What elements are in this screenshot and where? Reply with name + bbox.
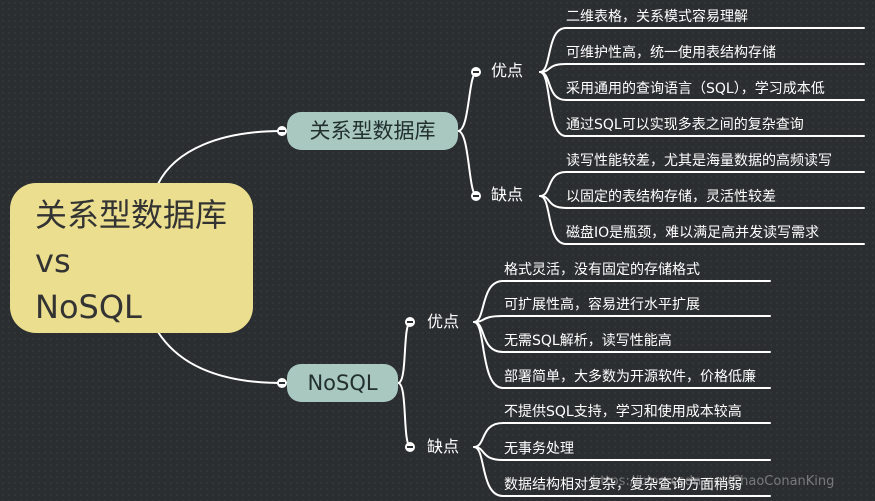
collapse-icon[interactable] xyxy=(405,317,415,327)
category-pros[interactable]: 优点 xyxy=(427,312,460,331)
category-pros[interactable]: 优点 xyxy=(491,61,524,80)
leaf-item[interactable]: 可扩展性高，容易进行水平扩展 xyxy=(504,297,700,313)
branch-node-nosql[interactable]: NoSQL xyxy=(287,364,398,402)
leaf-item[interactable]: 格式灵活，没有固定的存储格式 xyxy=(504,262,700,278)
collapse-icon[interactable] xyxy=(405,442,415,452)
leaf-item[interactable]: 读写性能较差，尤其是海量数据的高频读写 xyxy=(566,153,832,169)
leaf-item[interactable]: 无事务处理 xyxy=(504,441,574,457)
watermark: https://blog.csdn.net/ChaoConanKing xyxy=(592,474,835,489)
leaf-item[interactable]: 可维护性高，统一使用表结构存储 xyxy=(566,45,776,61)
root-node[interactable]: 关系型数据库 vs NoSQL xyxy=(10,183,253,333)
collapse-icon[interactable] xyxy=(277,378,287,388)
branch-node-rdbms[interactable]: 关系型数据库 xyxy=(287,112,458,150)
leaf-item[interactable]: 数据结构相对复杂，复杂查询方面稍弱 xyxy=(504,477,742,493)
leaf-item[interactable]: 通过SQL可以实现多表之间的复杂查询 xyxy=(566,117,804,133)
collapse-icon[interactable] xyxy=(471,67,481,77)
leaf-item[interactable]: 二维表格，关系模式容易理解 xyxy=(566,9,748,25)
root-line-2: vs xyxy=(35,242,71,280)
leaf-item[interactable]: 部署简单，大多数为开源软件，价格低廉 xyxy=(504,369,756,385)
leaf-item[interactable]: 磁盘IO是瓶颈，难以满足高并发读写需求 xyxy=(566,225,820,241)
leaf-item[interactable]: 无需SQL解析，读写性能高 xyxy=(504,333,672,349)
category-cons[interactable]: 缺点 xyxy=(491,185,524,204)
category-cons[interactable]: 缺点 xyxy=(427,437,460,456)
leaf-item[interactable]: 不提供SQL支持，学习和使用成本较高 xyxy=(504,404,742,420)
leaf-item[interactable]: 以固定的表结构存储，灵活性较差 xyxy=(566,189,776,205)
root-line-1: 关系型数据库 xyxy=(35,196,228,234)
leaf-item[interactable]: 采用通用的查询语言（SQL），学习成本低 xyxy=(566,81,825,97)
collapse-icon[interactable] xyxy=(277,126,287,136)
root-line-3: NoSQL xyxy=(35,288,142,326)
collapse-icon[interactable] xyxy=(471,191,481,201)
